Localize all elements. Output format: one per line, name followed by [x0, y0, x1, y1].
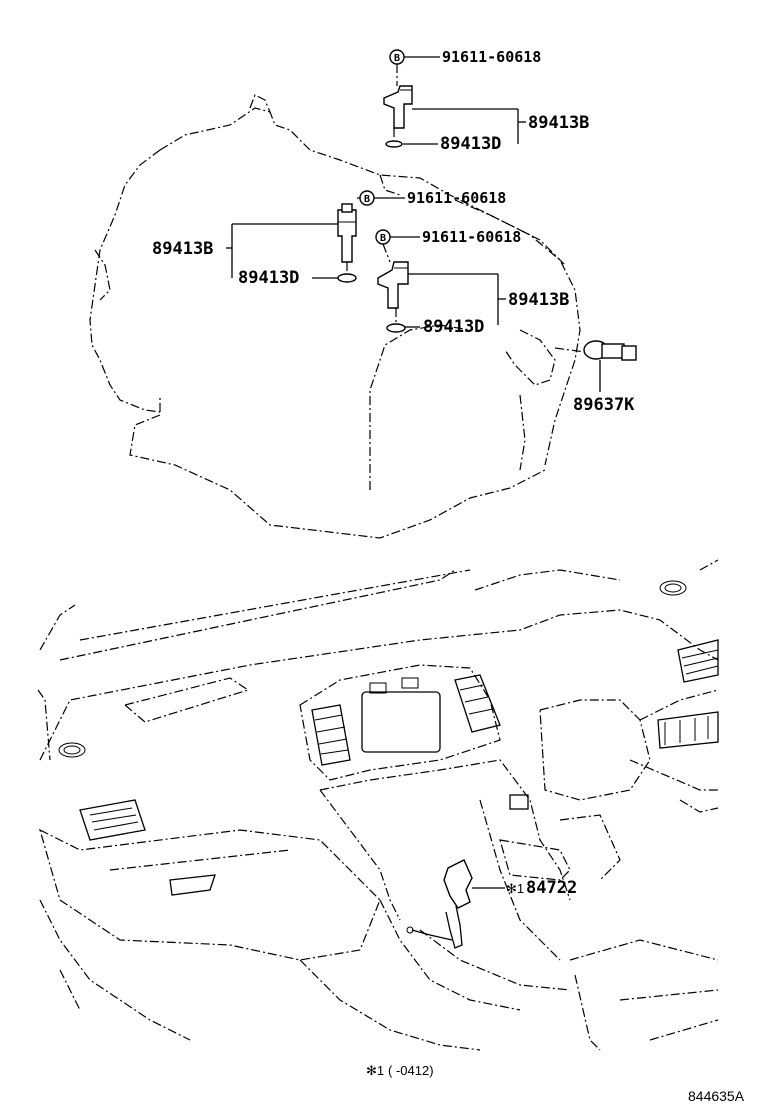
switch-part[interactable]	[554, 340, 637, 361]
callout-sensor-top[interactable]: 89413B	[528, 113, 589, 133]
bolt-icon[interactable]: B	[389, 49, 405, 65]
o-ring-left[interactable]	[337, 273, 357, 283]
callout-bolt-right[interactable]: 91611-60618	[422, 228, 521, 246]
callout-cable[interactable]: 84722	[526, 878, 577, 898]
callout-sensor-left[interactable]: 89413B	[152, 239, 213, 259]
callout-bolt-top[interactable]: 91611-60618	[442, 48, 541, 66]
bolt-icon[interactable]: B	[359, 190, 375, 206]
speed-sensor-top[interactable]	[383, 85, 413, 129]
bolt-symbol: B	[380, 233, 386, 244]
callout-oring-top[interactable]: 89413D	[440, 134, 501, 154]
speed-sensor-left[interactable]	[337, 203, 357, 263]
callout-switch[interactable]: 89637K	[573, 395, 635, 415]
callout-oring-left[interactable]: 89413D	[238, 268, 299, 288]
speed-sensor-right[interactable]	[377, 261, 409, 309]
o-ring-top[interactable]	[385, 140, 403, 148]
shift-cable-part[interactable]	[406, 859, 473, 949]
leader-lines-upper	[226, 56, 601, 392]
bolt-icon[interactable]: B	[375, 229, 391, 245]
footnote-text: ( -0412)	[388, 1063, 434, 1078]
callout-bolt-mid[interactable]: 91611-60618	[407, 189, 506, 207]
callout-oring-right[interactable]: 89413D	[423, 317, 484, 337]
footnote-mark: ✻1	[366, 1063, 384, 1078]
transmission-outline	[89, 94, 581, 539]
bolt-symbol: B	[364, 194, 370, 205]
bolt-symbol: B	[394, 53, 400, 64]
asterisk-mark: ✻1	[506, 881, 524, 896]
o-ring-right[interactable]	[386, 323, 406, 333]
dashboard-outline	[37, 559, 719, 1051]
callout-sensor-right[interactable]: 89413B	[508, 290, 569, 310]
figure-id: 844635A	[688, 1088, 745, 1104]
